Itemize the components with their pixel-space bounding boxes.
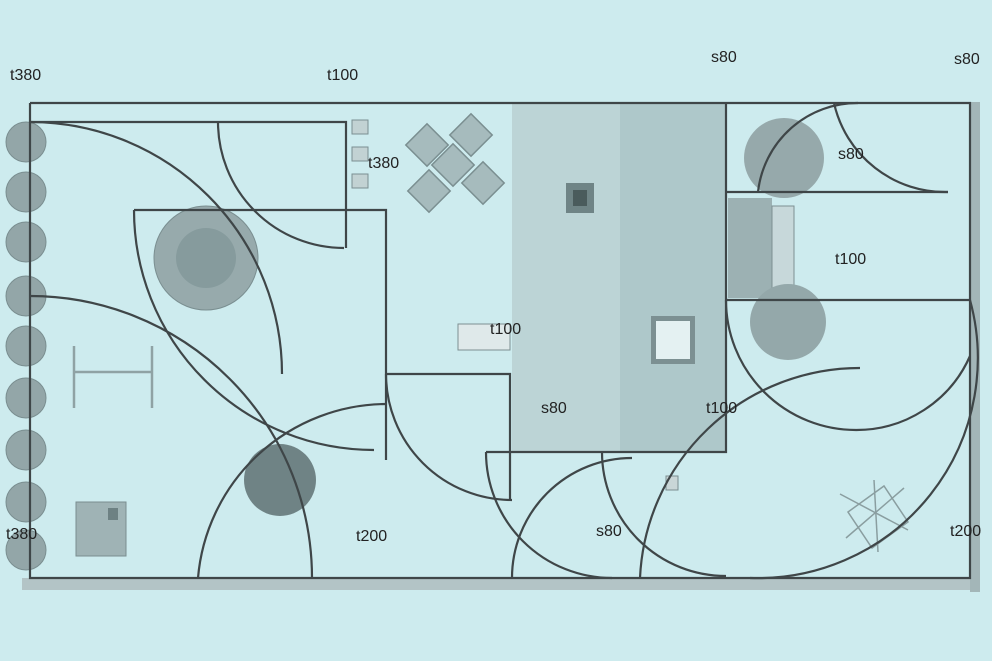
label-t380-patio: t380	[368, 155, 399, 172]
plan-labels: t380 t100 s80 s80 s80 t380 t100 t100 s80…	[6, 49, 981, 545]
bench	[771, 205, 795, 293]
right-fence	[970, 102, 980, 592]
hedge-row	[5, 121, 47, 571]
label-t100-top: t100	[327, 67, 358, 84]
swing-set	[72, 346, 154, 408]
label-t100-pool: t100	[706, 400, 737, 417]
tile	[430, 142, 476, 188]
shed	[75, 501, 127, 557]
pool-water	[620, 103, 726, 453]
shrub	[750, 284, 826, 360]
label-t100-steps: t100	[490, 321, 521, 338]
tile	[460, 160, 506, 206]
swing-arcs	[29, 101, 979, 580]
label-t380-top-left: t380	[10, 67, 41, 84]
label-t200-bottom: t200	[356, 528, 387, 545]
label-t380-bottom-left: t380	[6, 526, 37, 543]
label-t100-right: t100	[835, 251, 866, 268]
bottom-fence	[22, 578, 972, 590]
tile	[404, 122, 450, 168]
rotary-dryer	[839, 479, 910, 553]
patio-tiles	[404, 112, 506, 214]
shrub	[244, 444, 316, 516]
label-s80-inner: s80	[838, 146, 864, 163]
label-s80-top-right: s80	[954, 51, 980, 68]
label-s80-top: s80	[711, 49, 737, 66]
tile	[448, 112, 494, 158]
tile	[406, 168, 452, 214]
label-t200-bottom-right: t200	[950, 523, 981, 540]
steps	[457, 323, 511, 351]
label-s80-bottom: s80	[596, 523, 622, 540]
shrub	[744, 118, 824, 198]
planter-squares	[351, 119, 369, 189]
label-s80-pool: s80	[541, 400, 567, 417]
deck-boards	[728, 198, 772, 298]
pool-area	[512, 103, 726, 453]
tap	[665, 475, 679, 491]
